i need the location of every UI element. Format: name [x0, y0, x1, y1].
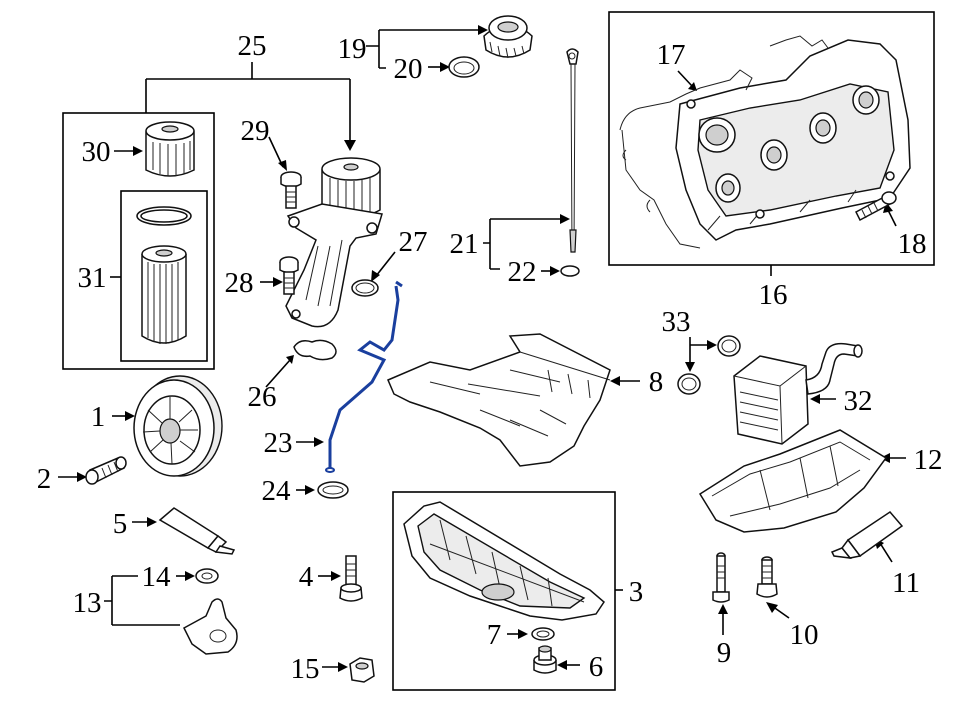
drain-plug-6 — [533, 645, 557, 674]
bracket-13 — [183, 598, 238, 655]
oil-pan-3 — [403, 501, 605, 621]
bolt-28 — [279, 256, 299, 295]
oil-cooler-32 — [733, 342, 863, 445]
bolt-2 — [85, 456, 127, 485]
callout-30: 30 — [82, 136, 111, 168]
oil-filter-housing-25 — [285, 157, 383, 328]
dipstick-21 — [566, 48, 579, 253]
callout-3: 3 — [629, 576, 644, 608]
o-ring-33b — [677, 373, 701, 395]
callout-labels: 25 30 31 29 28 27 26 19 20 21 22 23 24 1… — [37, 30, 943, 685]
callout-27: 27 — [399, 226, 428, 258]
washer-7 — [531, 627, 555, 641]
callout-1: 1 — [91, 401, 106, 433]
callout-13: 13 — [73, 587, 102, 619]
callout-15: 15 — [291, 653, 320, 685]
callout-14: 14 — [142, 561, 172, 593]
dipstick-tube-23 — [325, 280, 403, 473]
callout-17: 17 — [657, 39, 686, 71]
bolt-29 — [280, 171, 302, 209]
callout-24: 24 — [262, 475, 292, 507]
callout-11: 11 — [892, 567, 920, 599]
sealant-tube-5 — [158, 507, 236, 555]
sealant-tube-11 — [830, 511, 904, 559]
callout-2: 2 — [37, 463, 52, 495]
gasket-17-secondary — [769, 35, 829, 49]
gasket-12-detail — [711, 441, 871, 517]
oil-filter-element-31 — [136, 206, 192, 344]
callout-12: 12 — [914, 444, 943, 476]
gasket-26 — [293, 339, 337, 361]
callout-5: 5 — [113, 508, 128, 540]
oil-filter-cap-30 — [145, 121, 195, 177]
callout-29: 29 — [241, 115, 270, 147]
callout-10: 10 — [790, 619, 819, 651]
o-ring-24 — [317, 481, 349, 499]
callout-32: 32 — [844, 385, 873, 417]
callout-8: 8 — [649, 366, 664, 398]
callout-26: 26 — [248, 381, 277, 413]
callout-19: 19 — [338, 33, 367, 65]
crankshaft-pulley-1 — [133, 375, 223, 477]
callout-20: 20 — [394, 53, 423, 85]
oil-filler-cap-19 — [483, 15, 533, 59]
callout-7: 7 — [487, 619, 502, 651]
nut-15 — [349, 657, 375, 683]
callout-4: 4 — [299, 561, 314, 593]
bolt-4 — [339, 555, 363, 602]
o-ring-22 — [560, 265, 580, 277]
callout-33: 33 — [662, 306, 691, 338]
callout-6: 6 — [589, 651, 604, 683]
oil-pan-box — [392, 491, 616, 691]
valve-cover-16 — [675, 39, 911, 241]
washer-14 — [195, 568, 219, 584]
oil-filter-kit-box — [62, 112, 215, 370]
o-ring-33a — [717, 335, 741, 357]
callout-31: 31 — [78, 262, 107, 294]
oil-pan-gasket-12 — [698, 429, 888, 533]
gasket-17 — [619, 69, 753, 249]
callout-22: 22 — [508, 256, 537, 288]
callout-23: 23 — [264, 427, 293, 459]
callout-9: 9 — [717, 637, 732, 669]
callout-18: 18 — [898, 228, 927, 260]
callout-25: 25 — [238, 30, 267, 62]
bolt-10 — [756, 556, 778, 598]
callout-16: 16 — [759, 279, 788, 311]
bolt-18 — [855, 191, 897, 222]
callout-28: 28 — [225, 267, 254, 299]
callout-21: 21 — [450, 228, 479, 260]
filter-element-box — [120, 190, 208, 362]
windage-tray-8 — [387, 333, 611, 467]
bolt-9 — [712, 552, 730, 603]
